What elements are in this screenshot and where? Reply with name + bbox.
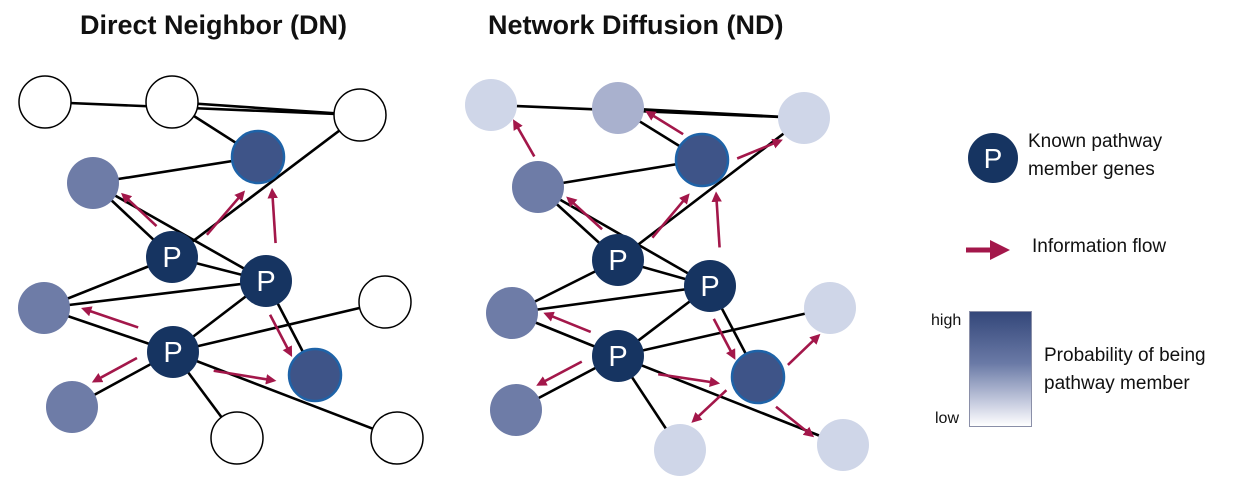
dn-information-flow-arrow <box>121 192 158 227</box>
nd-known-pathway-node <box>684 260 736 312</box>
dn-gene-node <box>145 75 199 129</box>
dn-edge <box>171 100 361 117</box>
dn-edge <box>92 155 259 185</box>
nd-information-flow-arrow <box>651 193 690 239</box>
nd-information-flow-arrow <box>711 191 722 248</box>
nd-information-flow-arrow <box>645 110 684 136</box>
nd-gene-node <box>730 349 786 405</box>
nd-edge <box>617 354 844 447</box>
dn-gene-node <box>287 347 343 403</box>
dn-known-pathway-node <box>240 255 292 307</box>
dn-gene-node <box>18 282 70 334</box>
nd-edge <box>511 284 711 315</box>
dn-node-label: P <box>163 337 182 369</box>
legend-information-flow-label: Information flow <box>1032 236 1167 257</box>
dn-edge <box>44 100 361 117</box>
nd-information-flow-arrow <box>536 360 583 386</box>
nd-information-flow-arrow <box>712 318 736 360</box>
nd-information-flow-arrow <box>566 196 603 231</box>
nd-information-flow-arrow <box>736 138 783 160</box>
dn-information-flow-arrow <box>91 356 138 383</box>
dn-edge <box>172 300 386 354</box>
dn-gene-node <box>67 157 119 209</box>
dn-gene-node <box>46 381 98 433</box>
dn-edge <box>171 113 361 259</box>
dn-node-label: P <box>256 266 275 298</box>
scale-high-label: high <box>931 312 962 329</box>
nd-gene-node <box>486 287 538 339</box>
nd-gene-node <box>490 384 542 436</box>
dn-information-flow-arrow <box>205 190 246 236</box>
nd-gene-node <box>512 161 564 213</box>
legend-known-member-icon <box>968 133 1018 183</box>
nd-information-flow-arrow <box>543 311 592 334</box>
nd-gene-node <box>592 82 644 134</box>
dn-information-flow-arrow <box>213 369 277 385</box>
nd-gene-node <box>778 92 830 144</box>
nd-known-pathway-node <box>592 234 644 286</box>
dn-gene-node <box>210 411 264 465</box>
nd-gene-node <box>674 132 730 188</box>
dn-gene-node <box>358 275 412 329</box>
dn-gene-node <box>370 411 424 465</box>
nd-node-label: P <box>608 245 627 277</box>
nd-panel-title: Network Diffusion (ND) <box>488 10 784 40</box>
nd-gene-node <box>654 424 706 476</box>
nd-node-label: P <box>700 271 719 303</box>
legend-known-member-label: Known pathway member genes <box>1028 131 1163 180</box>
dn-gene-node <box>18 75 72 129</box>
nd-gene-node <box>465 79 517 131</box>
nd-information-flow-arrow <box>691 389 728 423</box>
nd-edge <box>537 158 703 189</box>
nd-information-flow-arrow <box>658 372 721 388</box>
dn-gene-node <box>230 129 286 185</box>
nd-information-flow-arrow <box>787 333 821 366</box>
nd-information-flow-arrow <box>775 405 815 438</box>
nd-edge <box>617 106 805 120</box>
dn-information-flow-arrow <box>81 306 139 329</box>
scale-low-label: low <box>935 410 960 427</box>
dn-known-pathway-node <box>146 231 198 283</box>
nd-node-label: P <box>608 341 627 373</box>
dn-information-flow-arrow <box>267 187 278 244</box>
dn-known-pathway-node <box>147 326 199 378</box>
nd-edge <box>617 306 831 358</box>
dn-edge <box>43 279 267 310</box>
dn-panel-title: Direct Neighbor (DN) <box>80 10 348 40</box>
nd-gene-node <box>804 282 856 334</box>
dn-gene-node <box>333 88 387 142</box>
probability-gradient-bar <box>969 311 1032 427</box>
legend-probability-label: Probability of being pathway member <box>1044 345 1206 394</box>
dn-node-label: P <box>162 242 181 274</box>
dn-information-flow-arrow <box>268 314 293 357</box>
legend-known-member-icon-label: P <box>984 143 1003 174</box>
dn-edge <box>172 350 398 440</box>
nd-known-pathway-node <box>592 330 644 382</box>
nd-information-flow-arrow <box>513 119 536 158</box>
nd-gene-node <box>817 419 869 471</box>
